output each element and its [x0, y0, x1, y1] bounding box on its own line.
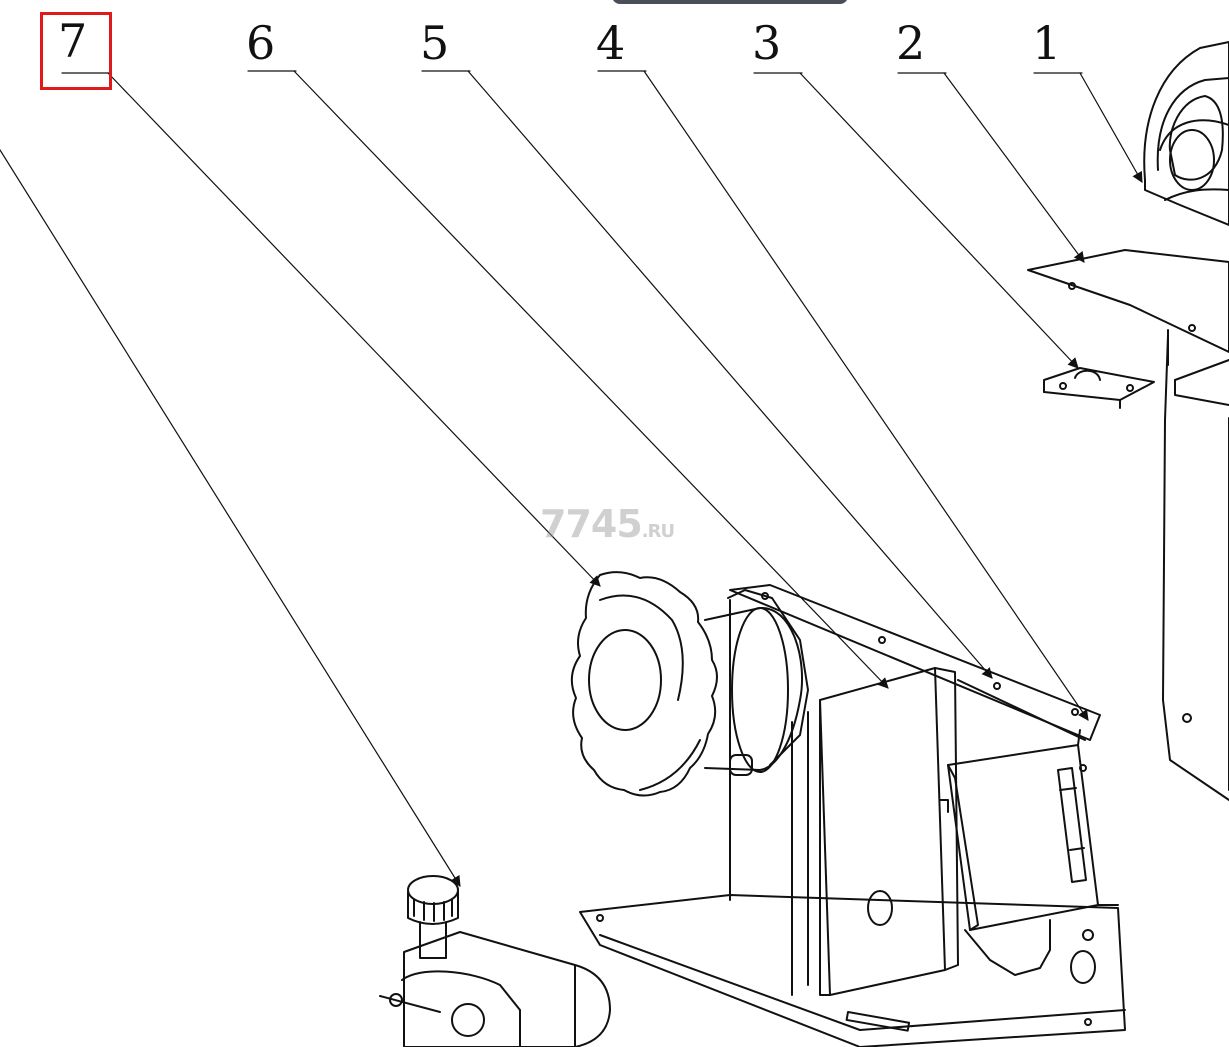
leader-1 [1079, 72, 1143, 183]
callout-number-6: 6 [246, 16, 276, 70]
callout-underlines [61, 70, 1083, 74]
callout-number-4: 4 [596, 16, 626, 70]
watermark: 7745.RU [540, 502, 675, 546]
side-panel [1162, 334, 1229, 801]
leader-3 [799, 72, 1079, 369]
toolbar-edge [612, 0, 848, 4]
part-valve-assembly [379, 875, 611, 1047]
base-plate [579, 894, 1126, 1047]
leader-2 [943, 72, 1085, 263]
shaft-hub [704, 589, 809, 776]
main-frame [729, 584, 1101, 996]
highlight-box [40, 12, 112, 90]
watermark-suffix: .RU [641, 521, 675, 542]
part-7-knob [570, 571, 718, 797]
leader-5 [467, 70, 993, 679]
callout-number-3: 3 [752, 16, 782, 70]
leader-8 [0, 149, 461, 887]
part-3-bracket [1043, 367, 1155, 409]
leader-lines [0, 70, 1143, 887]
leader-6 [293, 70, 889, 689]
part-1-housing [1143, 41, 1229, 226]
callout-number-5: 5 [420, 16, 450, 70]
part-4-control-box [947, 729, 1119, 931]
callout-number-7: 7 [58, 14, 88, 68]
callout-number-2: 2 [896, 16, 926, 70]
leader-4 [643, 70, 1089, 721]
watermark-main: 7745 [540, 502, 643, 546]
leader-7 [107, 72, 601, 587]
callout-number-1: 1 [1032, 16, 1062, 70]
